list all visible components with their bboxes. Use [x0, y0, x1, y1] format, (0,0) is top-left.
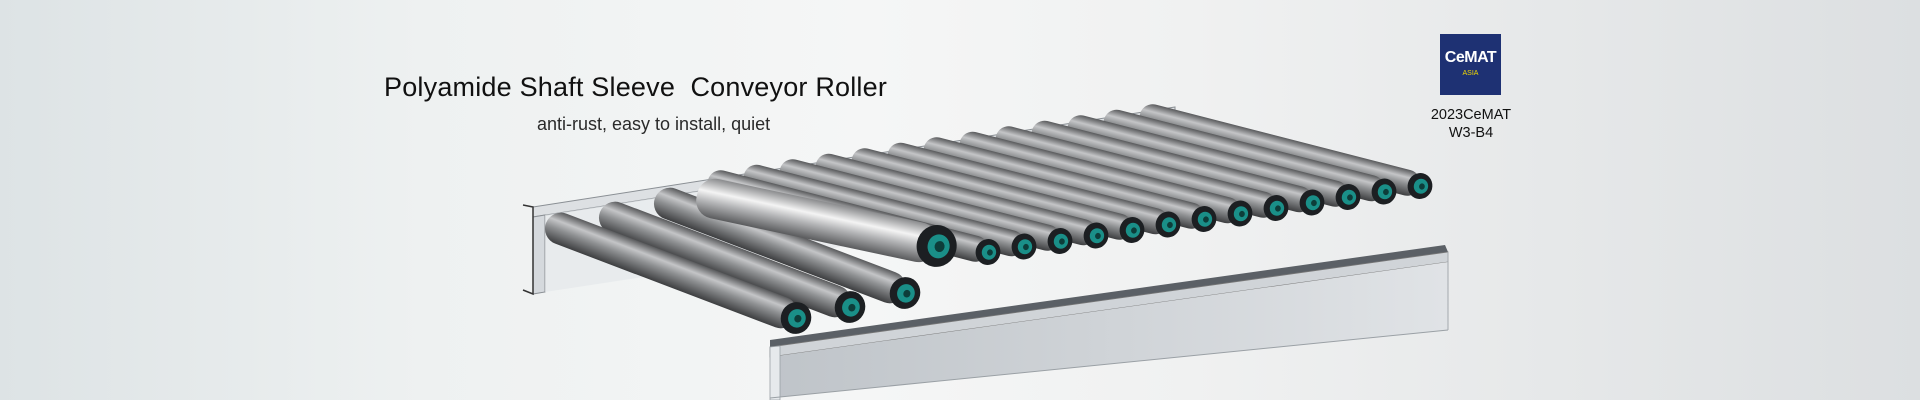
exhibition-info: 2023CeMAT W3-B4 [1400, 106, 1542, 142]
cemat-asia-logo: CeMAT ASIA [1440, 34, 1501, 95]
exhibition-name: 2023CeMAT [1430, 107, 1512, 123]
conveyor-roller [598, 201, 866, 323]
logo-subtitle: ASIA [1462, 70, 1479, 77]
product-headline: Polyamide Shaft Sleeve Conveyor Roller [384, 72, 888, 102]
loose-roller [696, 178, 957, 267]
booth-number: W3-B4 [1448, 125, 1494, 141]
front-frame-rail [769, 245, 1449, 400]
logo-name: CeMAT [1444, 49, 1497, 66]
conveyor-roller [544, 212, 812, 334]
product-tagline: anti-rust, easy to install, quiet [537, 114, 771, 134]
